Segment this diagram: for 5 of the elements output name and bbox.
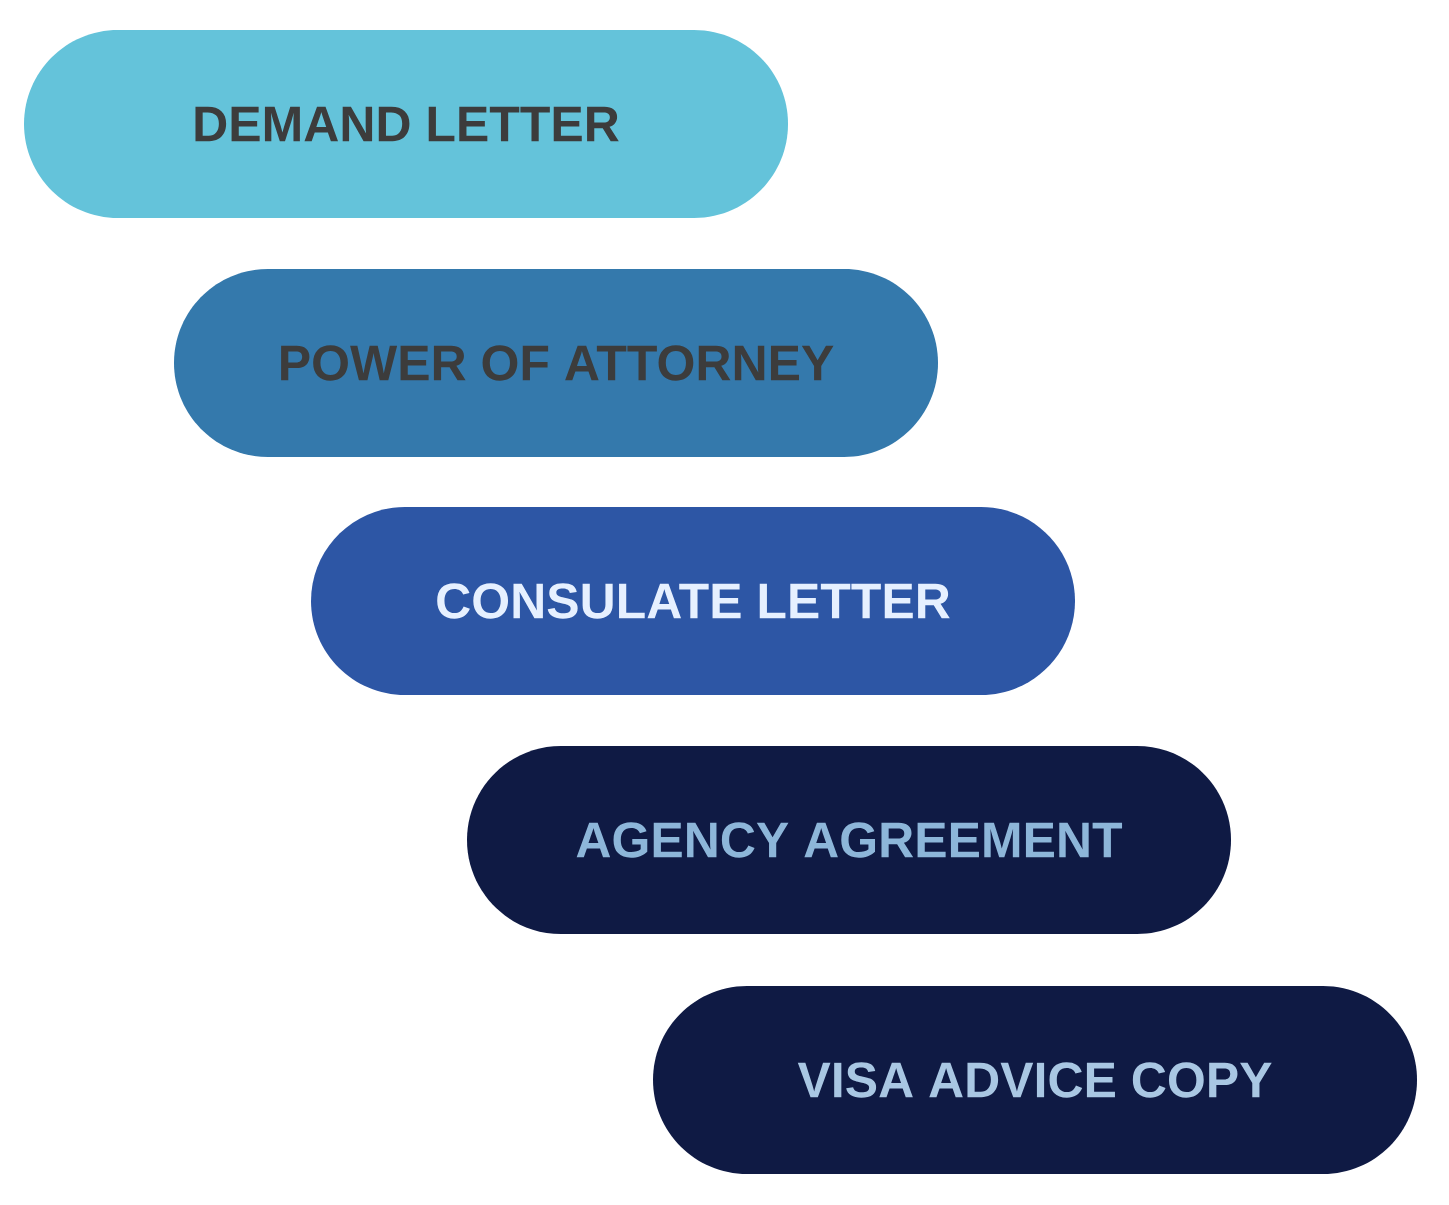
pill-box: VISA ADVICE COPY	[653, 986, 1417, 1174]
pill-box: CONSULATE LETTER	[311, 507, 1075, 695]
pill-box: DEMAND LETTER	[24, 30, 788, 218]
pill-box: AGENCY AGREEMENT	[467, 746, 1231, 934]
pill-box: POWER OF ATTORNEY	[174, 269, 938, 457]
